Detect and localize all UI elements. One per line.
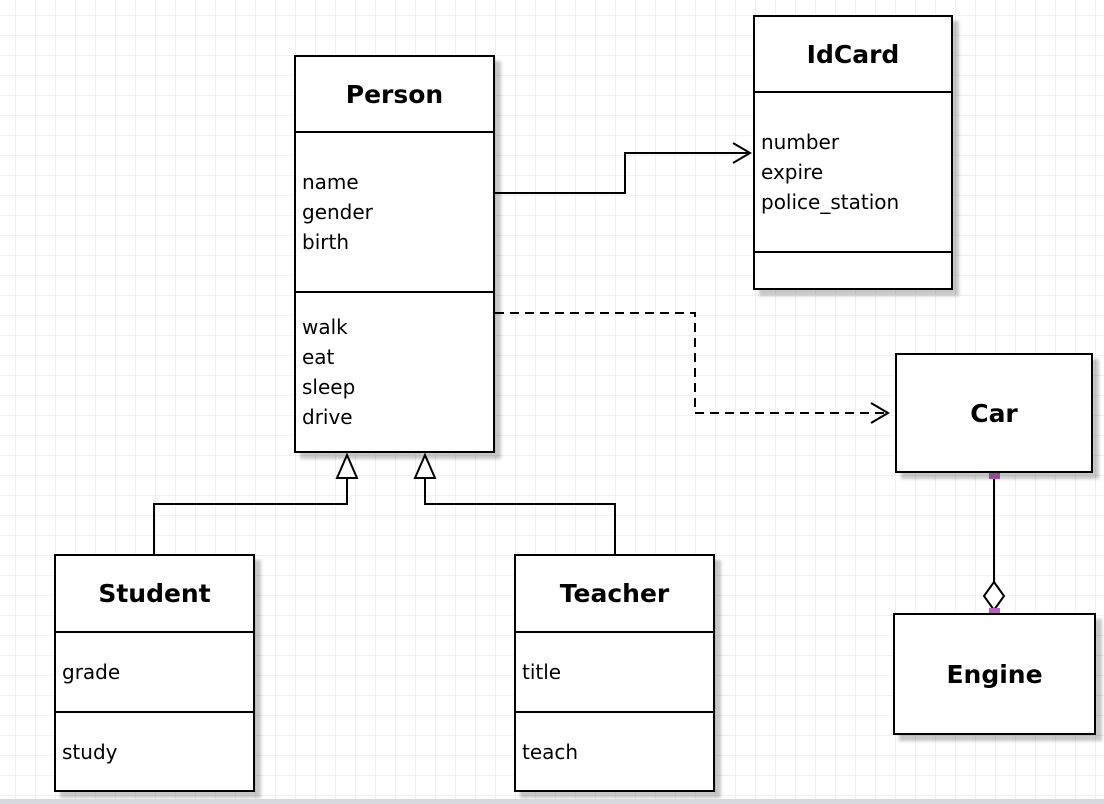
class-person-title: Person bbox=[296, 57, 493, 133]
class-idcard-attributes: number expire police_station bbox=[755, 93, 951, 253]
class-teacher[interactable]: Teacher title teach bbox=[514, 554, 715, 792]
class-student-attributes: grade bbox=[56, 633, 253, 713]
generalization-teacher-person[interactable] bbox=[413, 452, 616, 554]
class-person-methods: walk eat sleep drive bbox=[296, 293, 493, 451]
generalization-line[interactable] bbox=[153, 477, 348, 554]
uml-member: grade bbox=[62, 660, 121, 684]
class-student[interactable]: Student grade study bbox=[54, 554, 255, 792]
class-teacher-title: Teacher bbox=[516, 556, 713, 633]
class-car-title: Car bbox=[970, 398, 1018, 428]
connection-handle[interactable] bbox=[989, 468, 1000, 479]
class-student-title: Student bbox=[56, 556, 253, 633]
uml-member: drive bbox=[302, 405, 353, 429]
dependency-person-car[interactable] bbox=[495, 312, 890, 424]
uml-member: study bbox=[62, 739, 118, 764]
hollow-triangle-icon bbox=[335, 452, 359, 479]
dependency-line[interactable] bbox=[495, 312, 886, 414]
generalization-student-person[interactable] bbox=[153, 452, 359, 554]
class-idcard-title: IdCard bbox=[755, 17, 951, 93]
uml-member: teach bbox=[522, 739, 579, 764]
generalization-line[interactable] bbox=[424, 477, 616, 554]
uml-member: eat bbox=[302, 345, 335, 369]
class-teacher-attributes: title bbox=[516, 633, 713, 713]
hollow-triangle-icon bbox=[413, 452, 437, 479]
uml-member: birth bbox=[302, 230, 349, 254]
class-idcard[interactable]: IdCard number expire police_station bbox=[753, 15, 953, 290]
uml-member: police_station bbox=[761, 190, 900, 214]
aggregation-car-engine[interactable] bbox=[982, 468, 1006, 619]
hollow-diamond-icon bbox=[982, 580, 1006, 612]
canvas-bottom-edge bbox=[0, 799, 1104, 804]
open-arrow-icon bbox=[870, 402, 890, 424]
open-arrow-icon bbox=[732, 142, 752, 164]
uml-member: gender bbox=[302, 200, 373, 224]
association-person-idcard[interactable] bbox=[495, 142, 752, 194]
association-line[interactable] bbox=[495, 152, 749, 194]
uml-member: walk bbox=[302, 315, 348, 339]
class-teacher-methods: teach bbox=[516, 713, 713, 790]
class-person[interactable]: Person name gender birth walk eat sleep drive bbox=[294, 55, 495, 453]
class-idcard-methods bbox=[755, 253, 951, 288]
class-engine-title: Engine bbox=[946, 659, 1043, 689]
uml-member: title bbox=[522, 660, 562, 684]
class-student-methods: study bbox=[56, 713, 253, 790]
uml-member: sleep bbox=[302, 375, 356, 399]
class-person-attributes: name gender birth bbox=[296, 133, 493, 293]
class-car[interactable]: Car bbox=[895, 353, 1093, 473]
uml-member: number bbox=[761, 130, 840, 154]
uml-member: expire bbox=[761, 160, 824, 184]
uml-member: name bbox=[302, 170, 359, 194]
class-engine[interactable]: Engine bbox=[893, 613, 1096, 735]
